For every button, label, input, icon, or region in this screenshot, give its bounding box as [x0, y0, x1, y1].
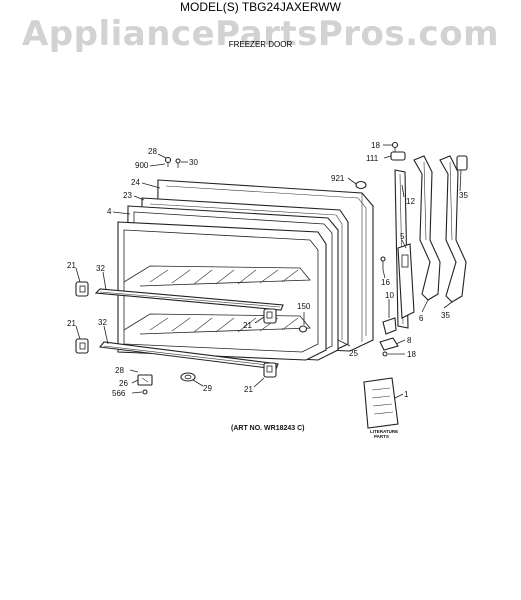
shelf-bar-lower [98, 341, 279, 370]
callout-21-lower-right: 21 [244, 385, 253, 394]
callout-35-bottom: 35 [441, 311, 450, 320]
literature-label-line1: LITERATURE [370, 429, 398, 434]
callout-566: 566 [112, 389, 126, 398]
shelf-end-cap-lower-right [263, 362, 277, 378]
door-inner-liner [117, 221, 327, 361]
callout-28-top: 28 [148, 147, 157, 156]
section-subtitle: FREEZER DOOR [228, 40, 293, 49]
end-cap-35 [456, 155, 468, 171]
screw-566 [142, 389, 148, 395]
literature-label-line2: PARTS [374, 434, 389, 439]
callout-35-top: 35 [459, 191, 468, 200]
screw-18-top [391, 141, 399, 153]
plug-150 [298, 325, 308, 333]
callout-4: 4 [107, 207, 112, 216]
callout-111: 111 [366, 154, 379, 163]
callout-18-top: 18 [371, 141, 380, 150]
screw-18-bottom [382, 351, 388, 357]
handle-35 [439, 155, 467, 303]
shelf-end-cap-upper-left [75, 281, 89, 297]
callout-32-upper: 32 [96, 264, 105, 273]
trim-end-111 [390, 151, 406, 161]
shelf-end-cap-lower-left [75, 338, 89, 354]
literature-booklet [363, 377, 399, 429]
callout-21-upper-right: 21 [243, 321, 252, 330]
shelf-end-cap-upper-right [263, 308, 277, 324]
stop-plate-26 [137, 374, 153, 386]
callout-16: 16 [381, 278, 390, 287]
callout-28-bottom: 28 [115, 366, 124, 375]
callout-29: 29 [203, 384, 212, 393]
callout-900: 900 [135, 161, 149, 170]
spacer-29 [180, 372, 196, 382]
bracket-8 [379, 337, 399, 351]
handle-bracket-5 [397, 243, 415, 319]
plug-921 [355, 180, 367, 190]
handle-6 [413, 155, 441, 301]
callout-921: 921 [331, 174, 345, 183]
callout-24: 24 [131, 178, 140, 187]
callout-12: 12 [406, 197, 415, 206]
callout-labels: 28 30 900 24 23 4 921 21 32 21 32 21 150… [67, 141, 468, 399]
callout-1: 1 [404, 390, 409, 399]
screw-30-top [175, 158, 181, 168]
watermark: AppliancePartsPros.com [21, 14, 499, 54]
art-number: (ART NO. WR18243 C) [231, 425, 305, 432]
callout-6: 6 [419, 314, 424, 323]
shelf-bar-upper [94, 288, 284, 311]
screw-28-top [164, 156, 172, 167]
callout-8: 8 [407, 336, 412, 345]
callout-18-bottom: 18 [407, 350, 416, 359]
callout-30: 30 [189, 158, 198, 167]
handle-cap-10 [382, 317, 397, 335]
callout-21-upper-left: 21 [67, 261, 76, 270]
callout-150: 150 [297, 302, 311, 311]
callout-5: 5 [400, 232, 405, 241]
callout-25: 25 [349, 349, 358, 358]
callout-26: 26 [119, 379, 128, 388]
callout-21-lower-left: 21 [67, 319, 76, 328]
callout-32-lower: 32 [98, 318, 107, 327]
callout-23: 23 [123, 191, 132, 200]
callout-10: 10 [385, 291, 394, 300]
screw-16 [380, 256, 386, 270]
model-title: MODEL(S) TBG24JAXERWW [180, 0, 341, 14]
leader-lines [75, 144, 462, 399]
